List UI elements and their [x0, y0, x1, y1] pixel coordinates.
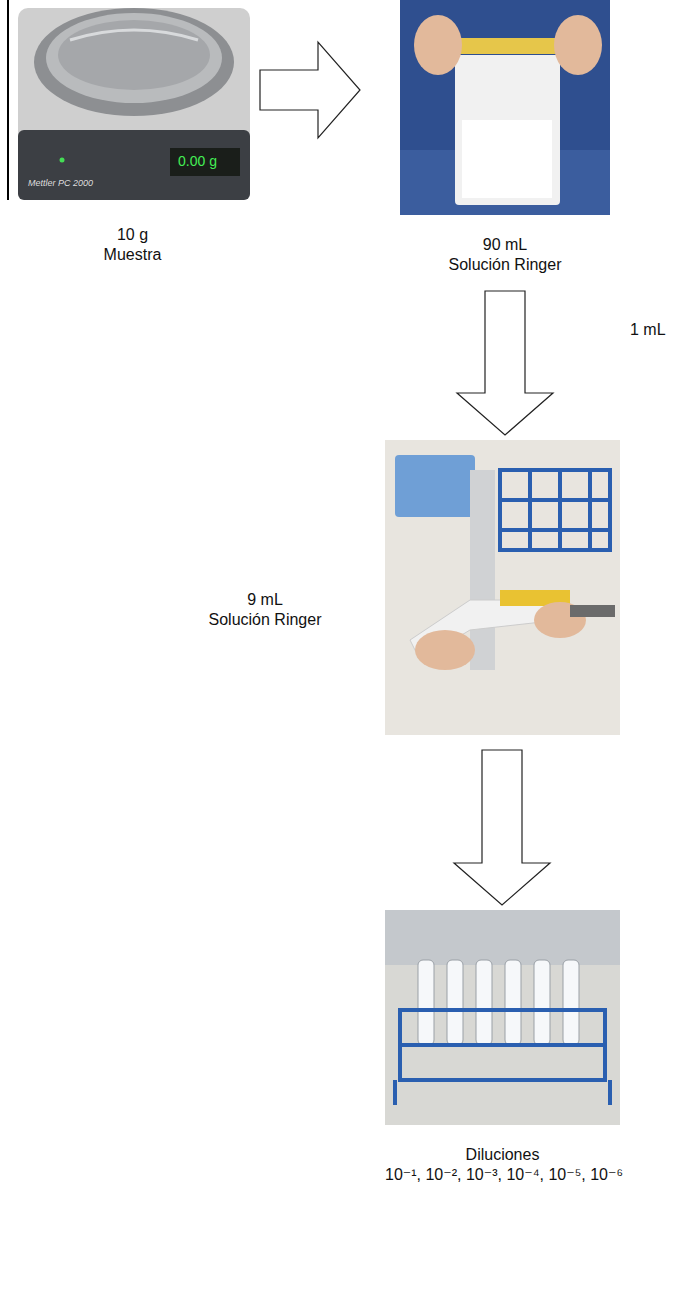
pipetting-photo: [385, 440, 620, 735]
caption: 9 mLSolución Ringer: [190, 440, 340, 735]
display-reading: 0.00 g: [178, 153, 217, 169]
dilution-tubes-photo: [385, 910, 620, 1125]
photo-area: [385, 910, 620, 1125]
quantity-label: 9 mL: [190, 590, 340, 610]
bag-photo: [400, 0, 610, 215]
quantity-label: 10 g: [10, 225, 255, 245]
block-arrow: [260, 42, 360, 138]
step-label: Solución Ringer: [190, 610, 340, 630]
caption: 10 gMuestra: [10, 205, 255, 269]
step-label: 10⁻¹, 10⁻², 10⁻³, 10⁻⁴, 10⁻⁵, 10⁻⁶: [385, 1165, 620, 1185]
photo-area: [10, 0, 255, 205]
quantity-label: 90 mL: [400, 235, 610, 255]
caption: 90 mLSolución Ringer: [400, 215, 610, 279]
photo-step: 9 mLSolución Ringer: [190, 440, 620, 735]
brand-label: Mettler PC 2000: [28, 178, 93, 188]
block-arrow: [454, 750, 550, 905]
photo-step: Diluciones10⁻¹, 10⁻², 10⁻³, 10⁻⁴, 10⁻⁵, …: [385, 910, 620, 1189]
volume-label: 1 mL: [628, 320, 668, 340]
photo-step: 90 mLSolución Ringer: [400, 0, 610, 279]
photo-area: [400, 0, 610, 215]
block-arrow: [457, 291, 553, 435]
step-label: Muestra: [10, 245, 255, 265]
photo-step: 10 gMuestra: [10, 0, 255, 269]
photo-area: [340, 440, 620, 735]
quantity-label: Diluciones: [385, 1145, 620, 1165]
balance-photo: [8, 0, 250, 200]
caption: Diluciones10⁻¹, 10⁻², 10⁻³, 10⁻⁴, 10⁻⁵, …: [385, 1125, 620, 1189]
step-label: Solución Ringer: [400, 255, 610, 275]
